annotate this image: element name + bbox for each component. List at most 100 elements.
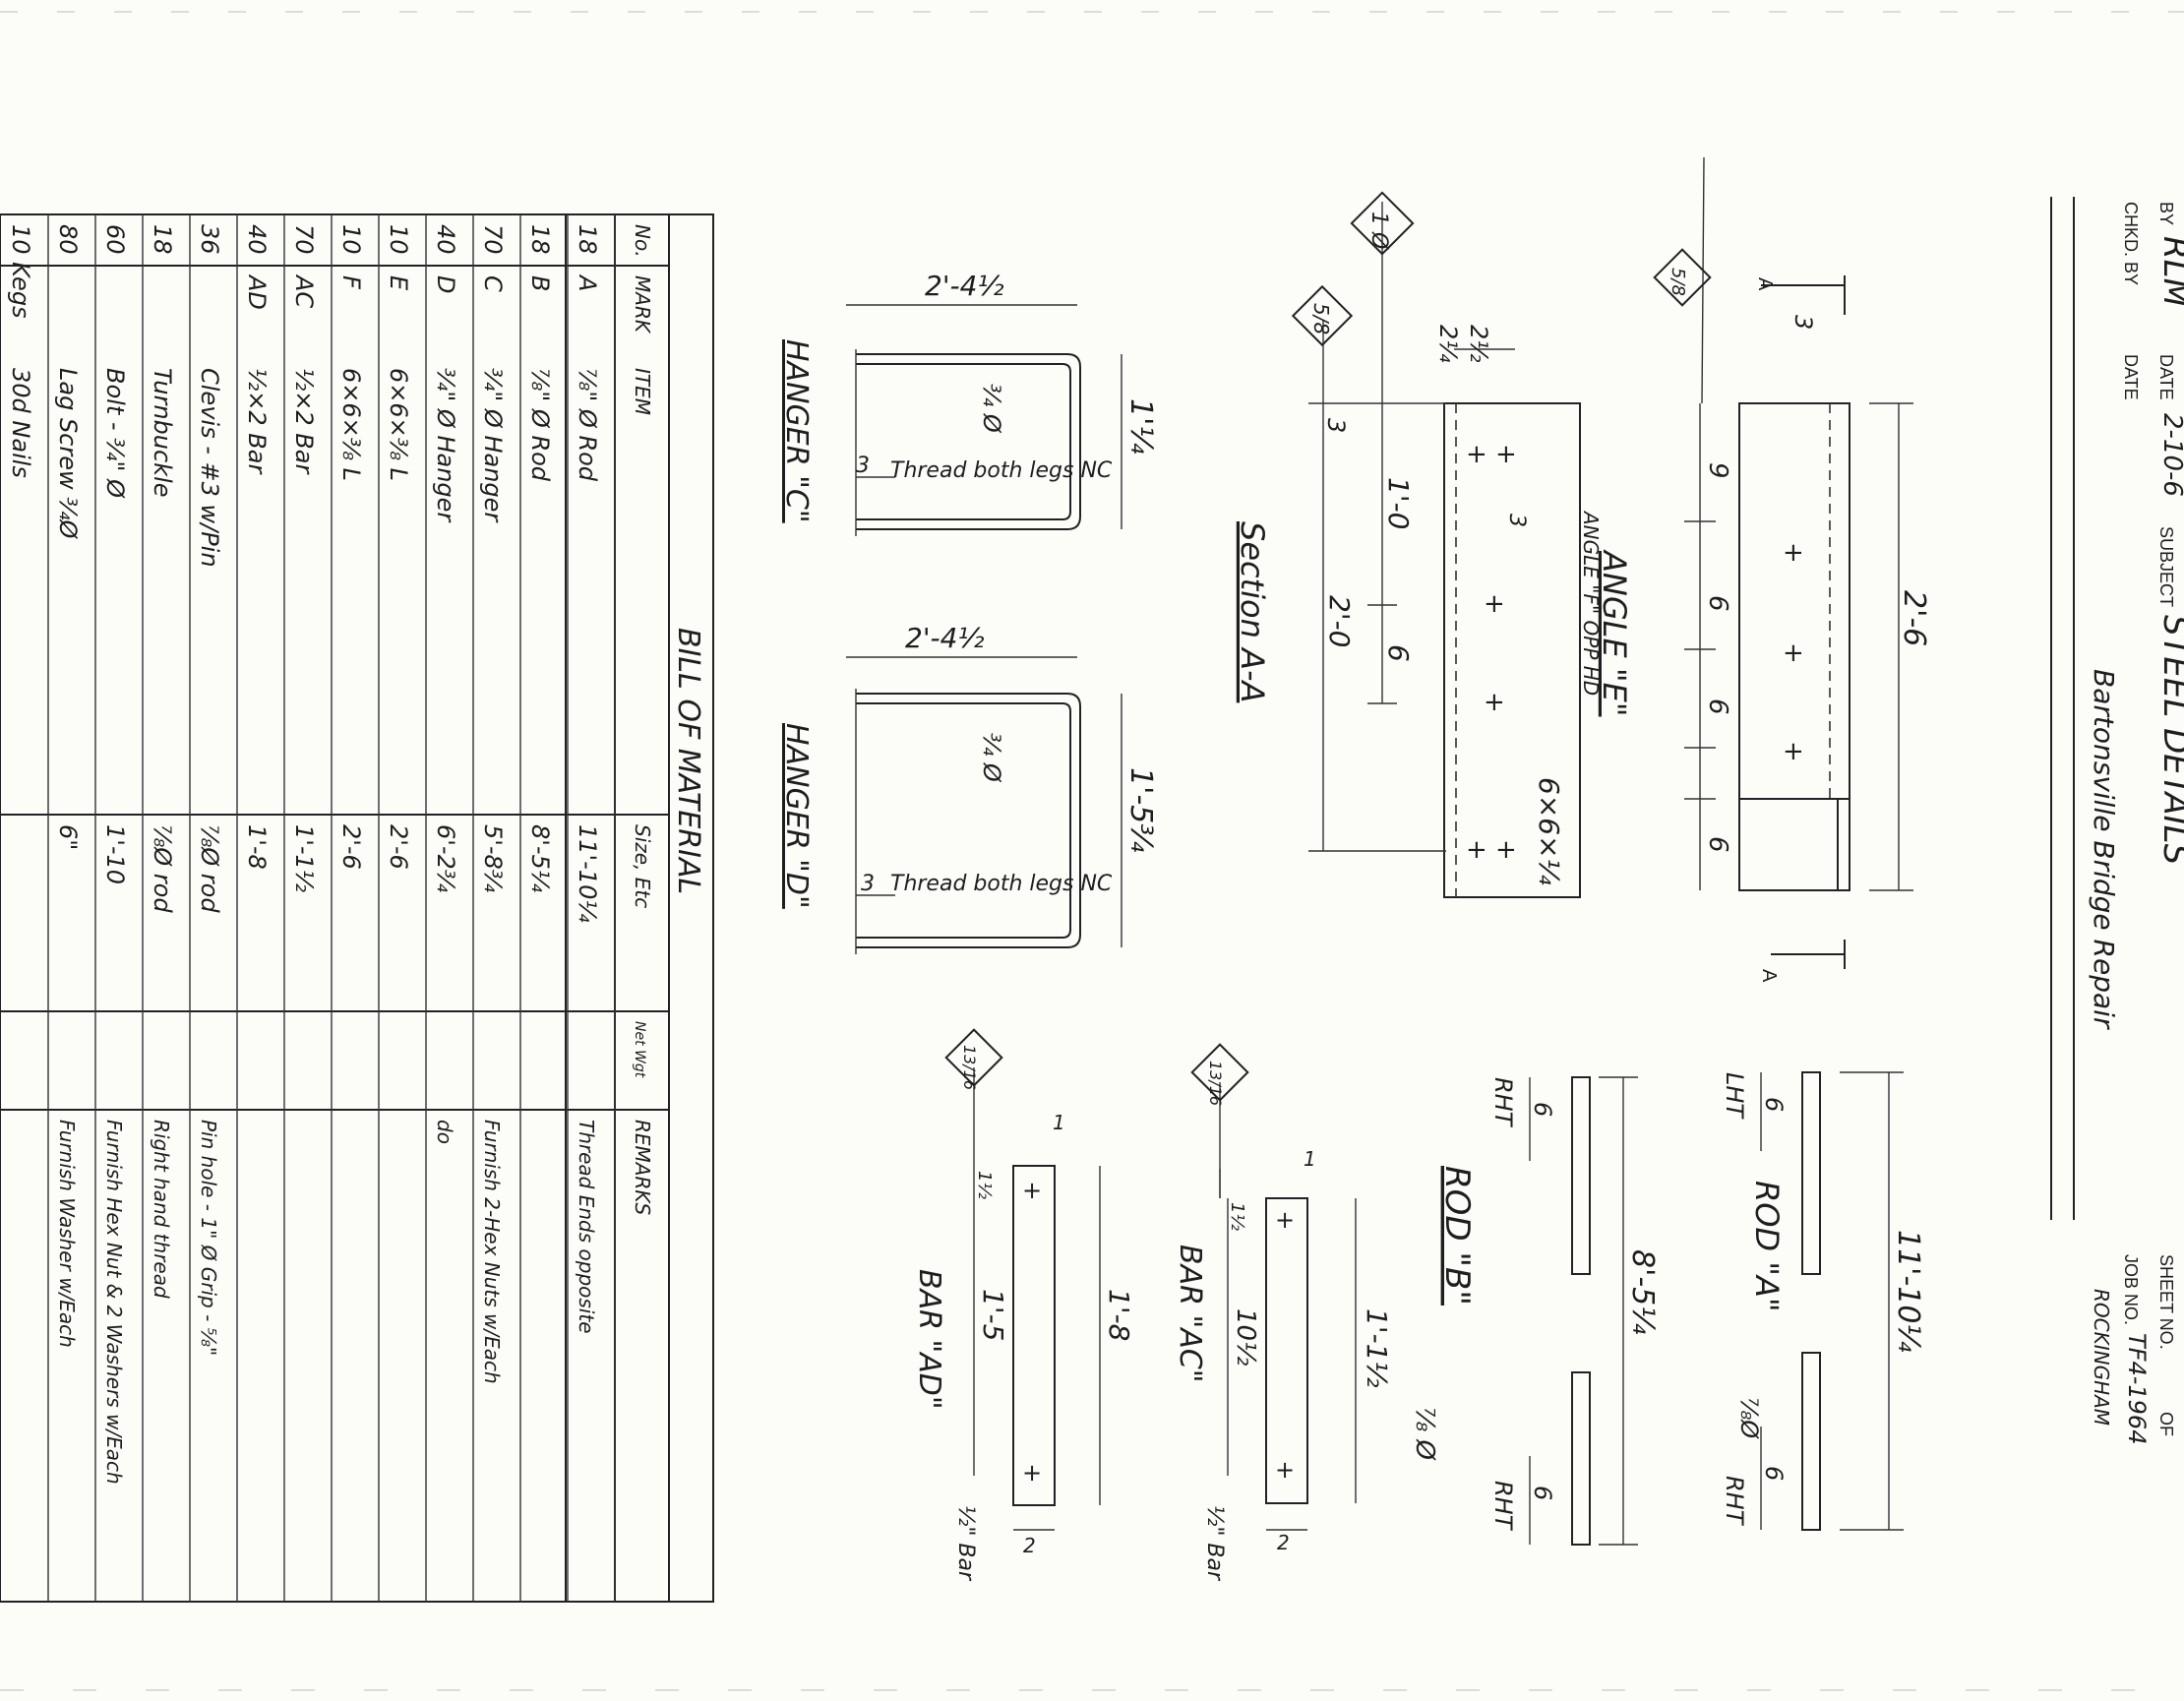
rod-a-left-label: LHT (1721, 1072, 1748, 1120)
bar-ac-spacing: 10½ (1231, 1308, 1260, 1366)
title-block: BY RLM DATE 2-10-6 SUBJECT STEEL DETAILS… (2050, 197, 2184, 1444)
hanger-c-rod: ¾ Ø (978, 384, 1005, 434)
bill-cell: 6×6×⅜ L (385, 368, 412, 481)
hanger-c-thread-dim: 3 (856, 454, 870, 478)
rod-b-detail: 8'-5¼ 6 RHT 6 RHT ⅞ Ø ROD "B" (1410, 1076, 1660, 1546)
bill-header-cell: MARK (631, 275, 654, 334)
bill-cell: 70 (290, 224, 318, 255)
bill-cell: 6×6×⅜ L (337, 368, 365, 481)
bill-cell: A (574, 273, 601, 291)
bill-cell: 80 (54, 224, 82, 255)
rod-a-right-label: RHT (1721, 1476, 1748, 1527)
svg-text:+: + (1275, 1456, 1295, 1484)
rod-b-length: 8'-5¼ (1625, 1249, 1660, 1334)
section-aa-detail: + + + + + + 1 Ø 5/8 2¼ 2½ 3 1'-0 6 2'-0 … (1234, 191, 1581, 898)
rod-b-left-thread: 6 (1529, 1102, 1556, 1117)
bill-cell: ⅞" Ø Rod (526, 368, 554, 482)
hanger-d-width: 2'-4½ (905, 622, 985, 654)
bill-cell: 10 Kegs (7, 224, 34, 319)
hanger-d-title: HANGER "D" (779, 723, 814, 909)
section-aa-tag2: 5/8 (1309, 303, 1333, 334)
bar-ad-detail: + + 13/16 1'-8 1'-5 1½ 1 2 ½" Bar BAR "A… (912, 1028, 1135, 1582)
hanger-d-rod: ¾ Ø (978, 733, 1005, 783)
section-aa-overall: 2'-0 (1323, 595, 1356, 647)
rod-a-dia: ⅞Ø (1735, 1397, 1763, 1439)
bill-cell: C (479, 275, 507, 292)
bar-ac-material: ½" Bar (1202, 1505, 1227, 1582)
bill-cell: Clevis - #3 w/Pin (196, 368, 223, 568)
rod-b-dia: ⅞ Ø (1410, 1407, 1439, 1461)
section-aa-w2: 2½ (1465, 325, 1492, 363)
bill-cell: 2'-6 (385, 824, 412, 870)
bill-cell: Bolt - ¾" Ø (101, 368, 129, 499)
bill-cell: ⅞" Ø Rod (574, 368, 601, 482)
svg-text:+: + (1783, 638, 1804, 668)
rod-a-length: 11'-10¼ (1891, 1230, 1925, 1353)
svg-text:+: + (1484, 688, 1505, 717)
subject-label: SUBJECT (2156, 526, 2176, 607)
rod-b-title: ROD "B" (1437, 1166, 1477, 1306)
bar-ac-width: 2 (1277, 1531, 1290, 1554)
chkd-label: CHKD. BY (2121, 202, 2141, 285)
hanger-d-thread-dim: 3 (861, 872, 875, 896)
bill-cell: 1'-10 (101, 824, 129, 884)
bill-cell: Right hand thread (150, 1120, 173, 1299)
svg-text:+: + (1783, 538, 1804, 568)
bill-cell: 30d Nails (7, 368, 34, 478)
bill-cell: 10 (337, 224, 365, 255)
bill-cell: ⅞Ø rod (196, 824, 223, 913)
bill-cell: Turnbuckle (149, 368, 176, 498)
bar-ac-overall: 1'-1½ (1361, 1308, 1393, 1388)
by-value: RLM (2155, 236, 2184, 307)
angle-e-subtitle: ANGLE "F" OPP HD (1579, 510, 1603, 696)
svg-text:+ +: + + (1466, 440, 1517, 469)
bill-cell: 1'-8 (243, 824, 271, 870)
job-value: TF4-1964 (2123, 1333, 2151, 1444)
date-value: 2-10-6 (2157, 413, 2184, 497)
bill-cell: AC (290, 273, 318, 308)
hanger-d-detail: 2'-4½ 1'-5¾ ¾ Ø 3 Thread both legs NC HA… (779, 622, 1158, 954)
bill-cell: ½×2 Bar (243, 368, 271, 475)
section-aa-angle: 6×6×¼ (1533, 777, 1565, 885)
svg-text:+: + (1022, 1459, 1042, 1487)
hanger-c-height: 1'¼ (1123, 398, 1158, 454)
bar-ad-spacing: 1'-5 (977, 1289, 1009, 1341)
bill-cell: ¾" Ø Hanger (432, 368, 459, 523)
bill-header-cell: No. (631, 224, 654, 258)
bar-ac-edge: 1½ (1227, 1202, 1247, 1231)
job-line2: ROCKINGHAM (2090, 1289, 2113, 1426)
bar-ad-edge: 1½ (974, 1171, 995, 1199)
angle-e-dim-6c: 6 (1703, 836, 1732, 853)
angle-e-overall: 2'-6 (1897, 590, 1931, 646)
bill-cell: 2'-6 (337, 824, 365, 870)
bill-header-cell: Net Wgt (632, 1021, 647, 1078)
svg-text:+: + (1275, 1206, 1295, 1234)
bill-cell: ¾" Ø Hanger (479, 368, 507, 523)
angle-e-detail: + + + A A 5/8 2'-6 9 6 6 6 3 ANGLE "E" (1579, 156, 1931, 983)
angle-e-dim-6b: 6 (1703, 699, 1732, 715)
bill-cell: D (432, 275, 459, 293)
bar-ad-overall: 1'-8 (1103, 1289, 1135, 1341)
of-label: OF (2156, 1412, 2176, 1436)
bill-cell: 18 (526, 224, 554, 255)
rod-a-left-thread: 6 (1760, 1097, 1788, 1112)
section-aa-w1: 2¼ (1434, 325, 1462, 363)
bill-cell: 5'-8¾ (479, 824, 507, 892)
bar-ac-title: BAR "AC" (1173, 1245, 1207, 1383)
bill-header-cell: Size, Etc (631, 824, 654, 908)
bar-ad-title: BAR "AD" (912, 1269, 946, 1410)
bill-cell: ½×2 Bar (290, 368, 318, 475)
section-aa-tag1: 1 Ø (1366, 212, 1391, 250)
bill-cell: do (433, 1120, 456, 1144)
rod-b-right-label: RHT (1489, 1481, 1517, 1532)
subject-line2: Bartonsville Bridge Repair (2088, 669, 2120, 1030)
hanger-d-thread-note: Thread both legs NC (890, 872, 1113, 896)
angle-e-title: ANGLE "E" (1596, 549, 1633, 717)
bar-ac-tag: 13/16 (1206, 1061, 1225, 1106)
bill-header-cell: ITEM (631, 368, 654, 415)
bill-cell: ⅞Ø rod (149, 824, 176, 913)
bill-cell: 1'-1½ (290, 824, 318, 892)
